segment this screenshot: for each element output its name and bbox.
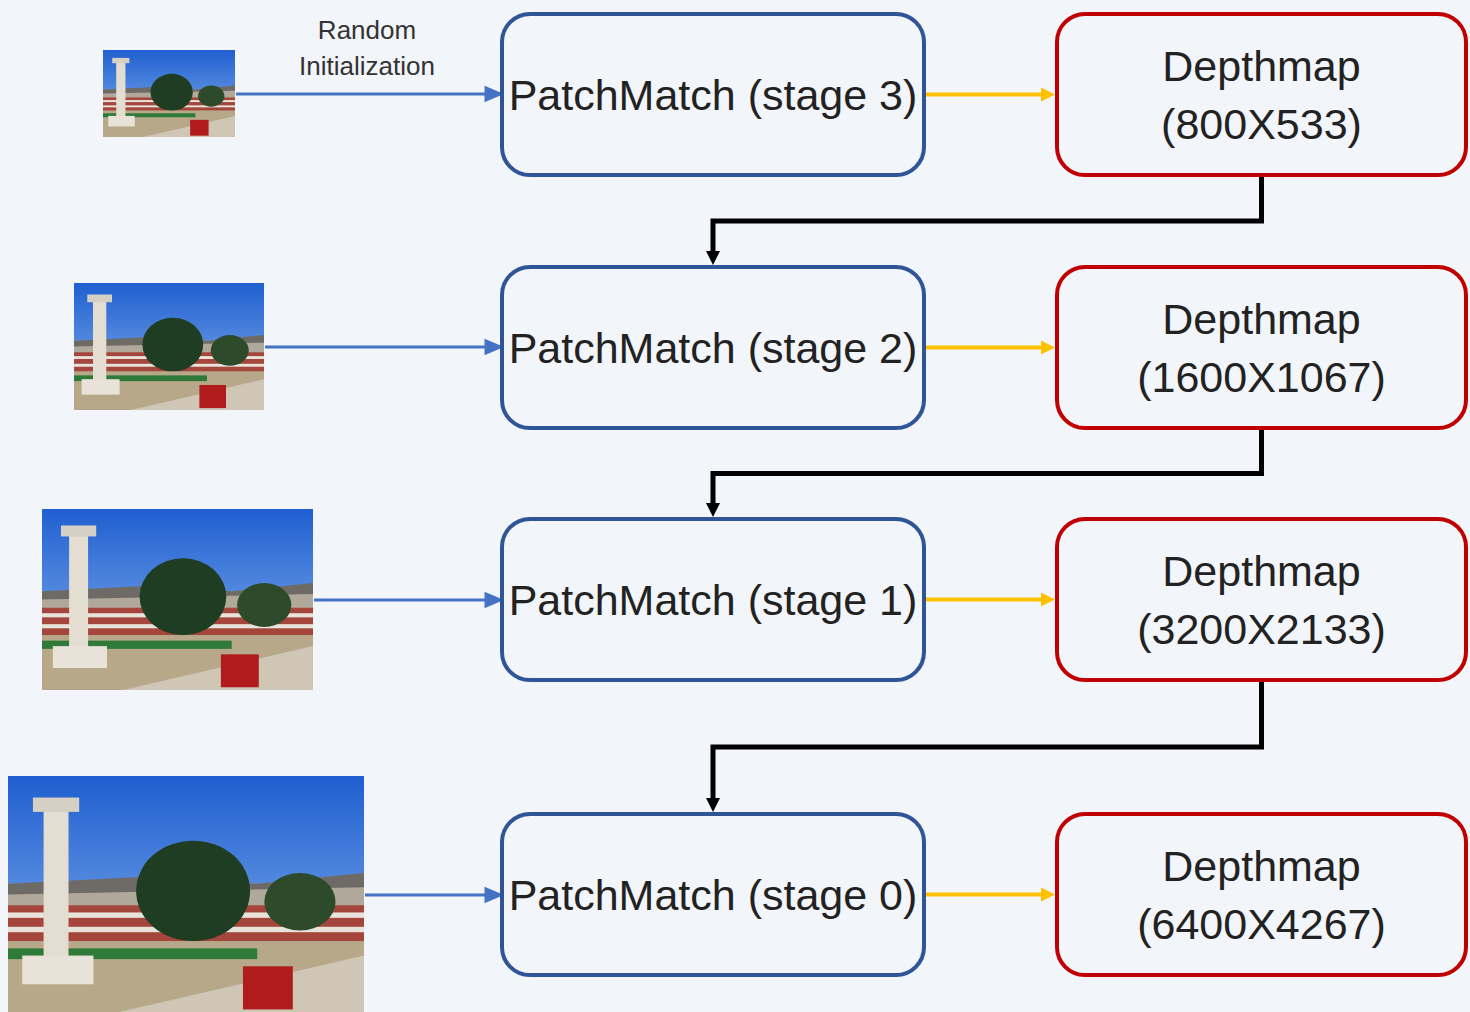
output-box: Depthmap (3200X2133) [1055, 517, 1468, 682]
arrow-head [706, 251, 720, 265]
connector-line [713, 430, 1262, 505]
input-line [314, 599, 488, 602]
connector [926, 341, 1055, 355]
box-text: PatchMatch (stage 0) [509, 866, 918, 924]
connector-line [926, 93, 1043, 97]
connector-line [713, 177, 1262, 253]
photo-thumbnail [8, 776, 364, 1012]
text-wrap: Depthmap (800X533) [1059, 37, 1464, 153]
photo-thumbnail [74, 283, 264, 410]
arrow-head [486, 341, 500, 353]
process-box: PatchMatch (stage 3) [500, 12, 926, 177]
photo-thumbnail [42, 509, 313, 690]
box-text: Depthmap (3200X2133) [1059, 542, 1464, 658]
box-text: PatchMatch (stage 3) [509, 66, 918, 124]
connector [926, 88, 1055, 102]
box-text: Depthmap (6400X4267) [1059, 837, 1464, 953]
arrow-head [486, 594, 500, 606]
box-text: Depthmap (1600X1067) [1059, 290, 1464, 406]
process-box: PatchMatch (stage 2) [500, 265, 926, 430]
connector-line [926, 598, 1043, 602]
text-wrap: Depthmap (6400X4267) [1059, 837, 1464, 953]
process-box: PatchMatch (stage 1) [500, 517, 926, 682]
box-text: Depthmap (800X533) [1059, 37, 1464, 153]
edge-group [706, 88, 1262, 902]
process-box: PatchMatch (stage 0) [500, 812, 926, 977]
box-text: PatchMatch (stage 1) [509, 571, 918, 629]
text-wrap: PatchMatch (stage 0) [509, 866, 918, 924]
input-line [265, 346, 488, 349]
arrow-head [706, 798, 720, 812]
connector [926, 593, 1055, 607]
arrow-head [1041, 341, 1055, 355]
input-line [236, 93, 488, 96]
arrow-head [1041, 88, 1055, 102]
text-wrap: PatchMatch (stage 2) [509, 319, 918, 377]
text-wrap: PatchMatch (stage 3) [509, 66, 918, 124]
input-line [365, 894, 488, 897]
arrow-head [486, 889, 500, 901]
arrow-head [1041, 593, 1055, 607]
connector-line [713, 682, 1262, 800]
photo-thumbnail [103, 50, 235, 137]
line-label: Random Initialization [272, 12, 462, 84]
text-wrap: Depthmap (1600X1067) [1059, 290, 1464, 406]
connector [706, 177, 1262, 265]
box-text: PatchMatch (stage 2) [509, 319, 918, 377]
output-box: Depthmap (6400X4267) [1055, 812, 1468, 977]
output-box: Depthmap (800X533) [1055, 12, 1468, 177]
connector [926, 888, 1055, 902]
connector [706, 430, 1262, 517]
text-wrap: Depthmap (3200X2133) [1059, 542, 1464, 658]
connector [706, 682, 1262, 812]
connector-line [926, 893, 1043, 897]
connector-line [926, 346, 1043, 350]
arrow-head [486, 88, 500, 100]
text-wrap: PatchMatch (stage 1) [509, 571, 918, 629]
output-box: Depthmap (1600X1067) [1055, 265, 1468, 430]
arrow-head [1041, 888, 1055, 902]
arrow-head [706, 503, 720, 517]
